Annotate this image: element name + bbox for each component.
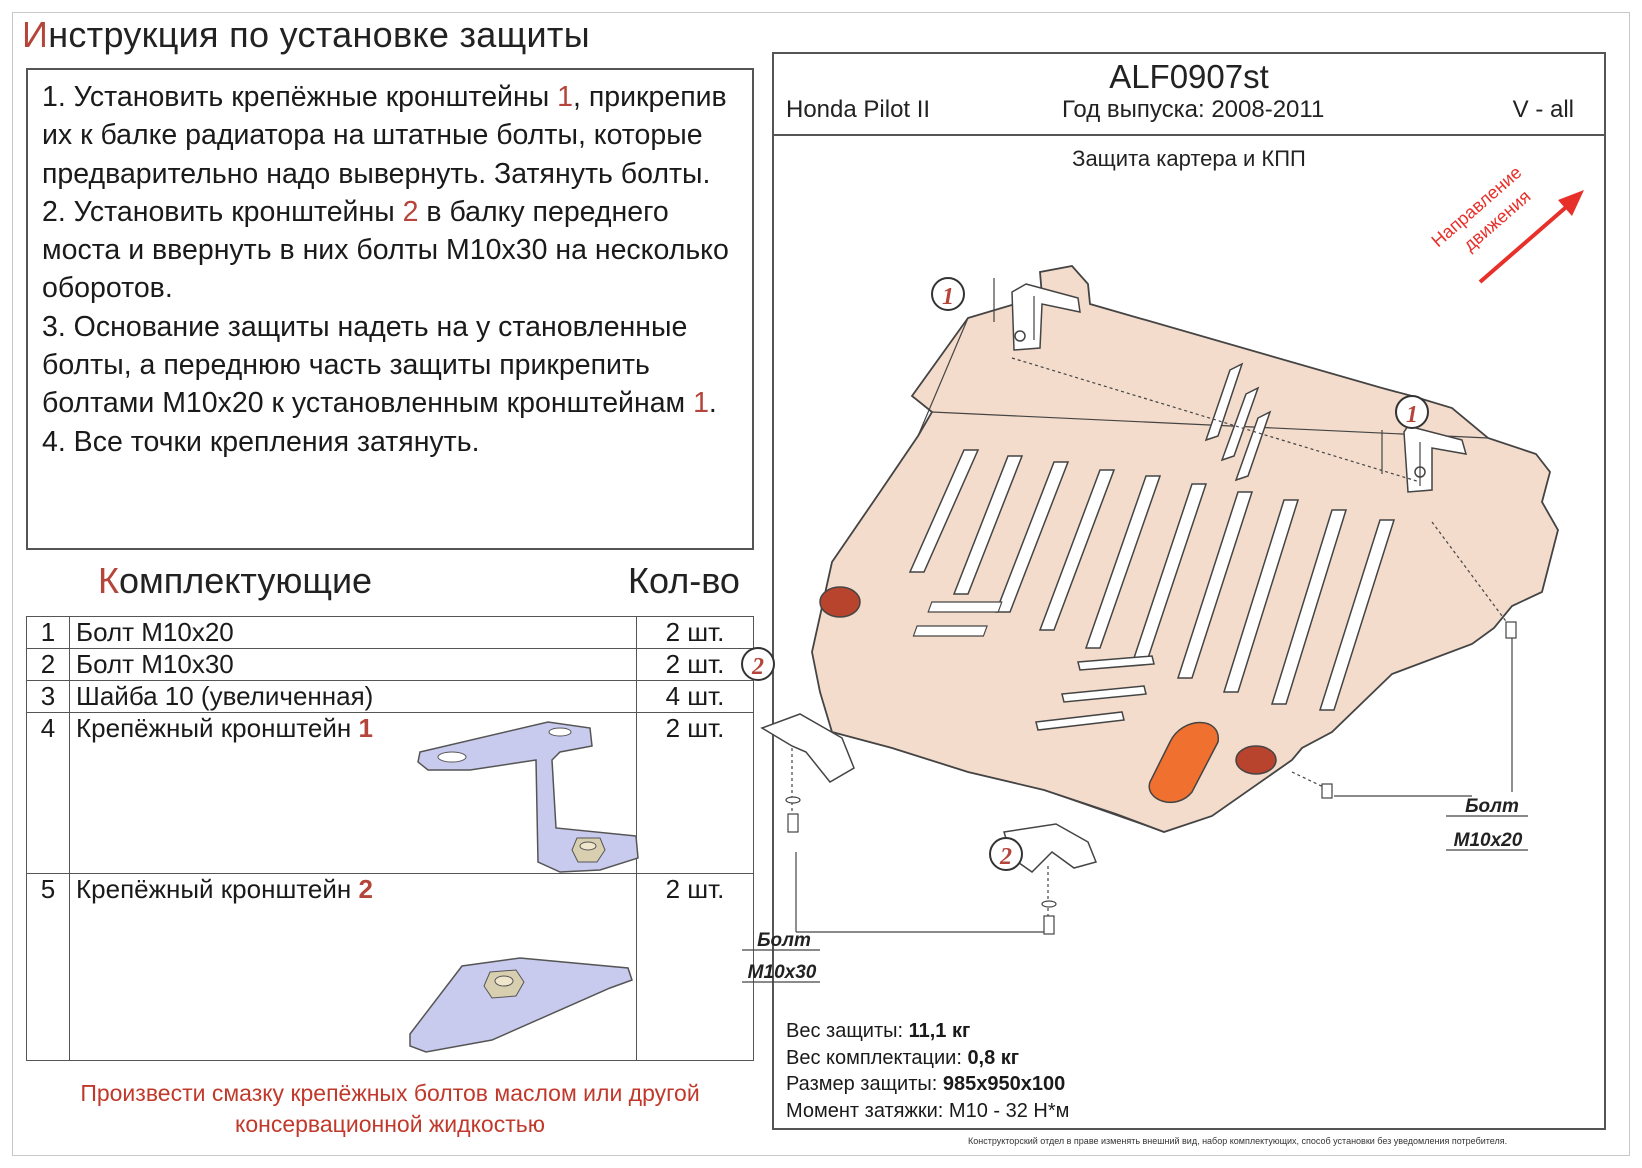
part-number: 4 — [26, 712, 70, 874]
part-name: Крепёжный кронштейн 1 — [69, 712, 637, 874]
rear-brackets — [760, 713, 1098, 873]
vent-slot — [952, 455, 1024, 595]
production-years: Год выпуска: 2008-2011 — [1062, 96, 1325, 123]
direction-arrow-head — [1558, 190, 1584, 216]
vent-slot — [1220, 386, 1260, 462]
engine-version: V - all — [1512, 96, 1574, 123]
drain-plug-cover — [1235, 745, 1277, 775]
vehicle-model: Honda Pilot II — [786, 96, 931, 123]
h-emblem — [912, 601, 1003, 637]
bracket-1-left — [1011, 283, 1081, 351]
spec-item: Момент затяжки: М10 - 32 Н*м — [786, 1099, 1070, 1122]
svg-text:2: 2 — [999, 844, 1012, 870]
table-row: 1 Болт М10х20 2 шт. — [26, 616, 754, 649]
lubrication-note: Произвести смазку крепёжных болтов масло… — [80, 1080, 700, 1137]
table-row: 5 Крепёжный кронштейн 2 2 шт. — [26, 873, 754, 1061]
components-heading: Комплектующие — [98, 560, 373, 601]
table-row: 4 Крепёжный кронштейн 1 2 шт. — [26, 712, 754, 874]
part-number: 2 — [26, 648, 70, 681]
page-frame — [12, 12, 1630, 1156]
diagram-subtitle: Защита картера и КПП — [1072, 146, 1306, 171]
svg-text:1: 1 — [942, 284, 954, 310]
bracket-2-left — [760, 713, 855, 783]
skid-plate-diagram: Направление движения — [741, 162, 1584, 983]
vent-slot — [1035, 711, 1125, 731]
svg-text:1: 1 — [1406, 402, 1418, 428]
part-qty: 2 шт. — [636, 712, 754, 874]
spec-list: Вес защиты: 11,1 кг Вес комплектации: 0,… — [786, 1018, 1069, 1124]
table-row: 3 Шайба 10 (увеличенная) 4 шт. — [26, 680, 754, 713]
nut — [1014, 330, 1026, 342]
instruction-step: 3. Основание защиты надеть на у становле… — [42, 310, 717, 420]
service-hatch — [1148, 721, 1219, 804]
vent-slot — [1176, 491, 1254, 679]
bolt-icon — [787, 813, 799, 833]
quantity-heading: Кол-во — [628, 560, 740, 601]
vent-slot — [1061, 685, 1147, 703]
bolt-m30-size: M10x30 — [748, 962, 817, 983]
vent-slot — [1318, 519, 1396, 711]
instructions-box: 1. Установить крепёжные кронштейны 1, пр… — [26, 68, 754, 550]
vent-slot — [1234, 410, 1272, 482]
vent-slot — [1222, 499, 1300, 693]
table-row: 2 Болт М10х30 2 шт. — [26, 648, 754, 681]
spec-item: Вес комплектации: 0,8 кг — [786, 1046, 1020, 1069]
bolt-m30-label: Болт — [757, 930, 811, 951]
part-name: Шайба 10 (увеличенная) — [69, 680, 637, 713]
callout-b1-left: 1 — [931, 277, 965, 311]
vent-slot — [994, 461, 1070, 613]
vent-slot — [1270, 509, 1348, 705]
part-number: 3 — [26, 680, 70, 713]
diagram-panel: ALF0907st Honda Pilot II Год выпуска: 20… — [741, 52, 1606, 1130]
direction-indicator: Направление движения — [1428, 162, 1584, 284]
header-divider — [774, 134, 1604, 136]
bolt-m20-size: M10x20 — [1454, 830, 1523, 851]
bolt-icon — [1043, 915, 1055, 935]
bolt-icons — [785, 621, 1517, 935]
vent-slot — [1077, 655, 1155, 671]
callout-b2-left: 2 — [741, 647, 775, 681]
instruction-step: 1. Установить крепёжные кронштейны 1, пр… — [42, 81, 727, 190]
disclaimer: Конструкторский отдел в праве изменять в… — [968, 1136, 1508, 1146]
instruction-step: 2. Установить кронштейны 2 в балку перед… — [42, 195, 729, 305]
vent-slot — [1038, 469, 1116, 631]
part-number: 1 — [26, 616, 70, 649]
vent-slot — [1084, 475, 1162, 649]
bolt-icon — [1321, 783, 1333, 799]
part-name: Крепёжный кронштейн 2 — [69, 873, 637, 1061]
direction-arrow-line — [1478, 200, 1574, 284]
bolt-m20-label: Болт — [1465, 796, 1519, 817]
part-qty: 2 шт. — [636, 873, 754, 1061]
parts-table: 1 Болт М10х20 2 шт. 2 Болт М10х30 2 шт. … — [26, 616, 754, 1061]
vent-slot — [1204, 362, 1244, 442]
drain-plug-cover — [819, 586, 861, 618]
product-code: ALF0907st — [1109, 58, 1269, 95]
spec-item: Вес защиты: 11,1 кг — [786, 1020, 971, 1042]
svg-text:2: 2 — [751, 654, 764, 680]
vent-slot — [908, 449, 980, 573]
part-qty: 2 шт. — [636, 616, 754, 649]
skid-plate — [811, 265, 1559, 833]
part-name: Болт М10х20 — [69, 616, 637, 649]
part-name: Болт М10х30 — [69, 648, 637, 681]
alignment-line — [1011, 357, 1421, 483]
callout-b1-right: 1 — [1395, 395, 1429, 429]
callout-b2-right: 2 — [989, 837, 1023, 871]
page-title: Инструкция по установке защиты — [22, 14, 590, 55]
bolt-icon — [1505, 621, 1517, 639]
instruction-step: 4. Все точки крепления затянуть. — [42, 425, 480, 458]
part-number: 5 — [26, 873, 70, 1061]
part-qty: 2 шт. — [636, 648, 754, 681]
part-qty: 4 шт. — [636, 680, 754, 713]
spec-item: Размер защиты: 985х950х100 — [786, 1073, 1066, 1095]
